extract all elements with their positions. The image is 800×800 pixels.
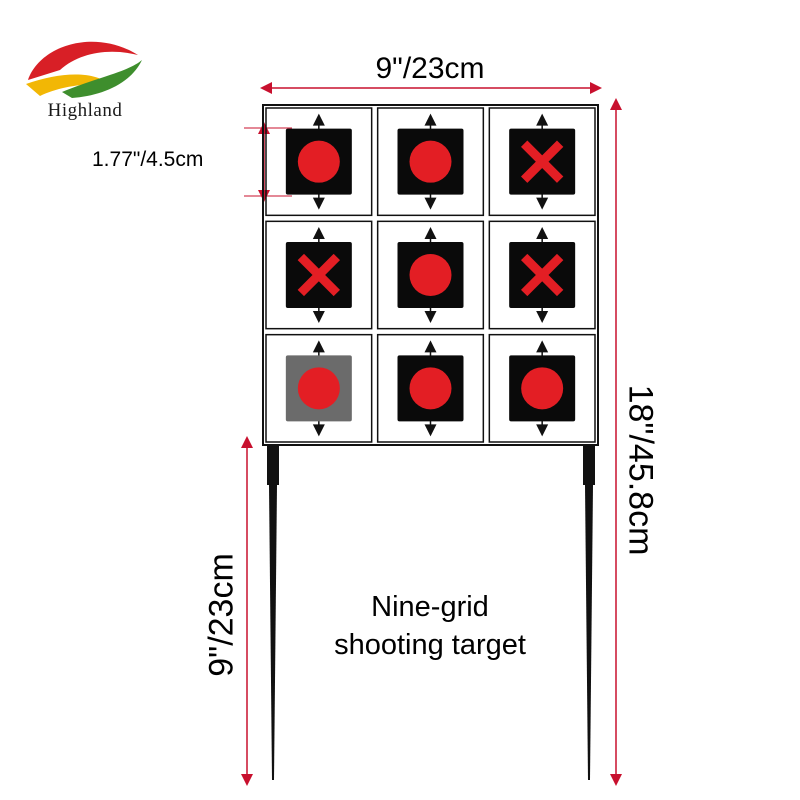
circle-target-icon (409, 140, 452, 183)
hinge-bottom (536, 311, 549, 323)
caption-line-1: Nine-grid (371, 591, 489, 623)
hinge-top (536, 227, 549, 239)
hinge-bottom (424, 424, 437, 437)
hinge-bottom (312, 311, 325, 323)
cross-target-icon (297, 253, 341, 297)
ground-stakes (267, 445, 595, 780)
target-cell (376, 333, 485, 443)
target-cell (376, 220, 485, 330)
hinge-top (312, 113, 325, 126)
target-cell (376, 107, 485, 217)
target-cell (488, 107, 596, 217)
height-dimension-label: 18"/45.8cm (621, 384, 660, 556)
highland-swoosh-logo-icon (26, 41, 142, 98)
hinge-bottom (536, 197, 549, 210)
hinge-top (424, 227, 437, 239)
cell-border (376, 220, 485, 330)
caption-line-2: shooting target (334, 629, 526, 661)
width-dimension-label: 9"/23cm (375, 52, 485, 85)
product-caption: Nine-grid shooting target (280, 588, 580, 664)
cell-border (265, 333, 373, 443)
cell-border (376, 107, 485, 217)
cross-target-icon (520, 140, 564, 183)
hinge-bottom (312, 197, 325, 210)
plate-size-label: 1.77"/4.5cm (92, 148, 204, 171)
target-cell (488, 333, 596, 443)
hinge-top (424, 340, 437, 353)
circle-target-icon (409, 254, 452, 296)
target-cell (488, 220, 596, 330)
cell-border (488, 107, 596, 217)
hinge-bottom (424, 197, 437, 210)
cell-border (265, 107, 373, 217)
cell-border (488, 220, 596, 330)
target-cell (265, 220, 373, 330)
hinge-top (312, 227, 325, 239)
hinge-top (312, 340, 325, 353)
cell-border (265, 220, 373, 330)
hinge-bottom (312, 424, 325, 437)
brand-name: Highland (47, 100, 123, 121)
cross-target-icon (520, 253, 564, 297)
circle-target-icon (409, 367, 452, 410)
stake-length-label: 9"/23cm (202, 553, 241, 677)
circle-target-icon (297, 140, 340, 183)
cell-border (376, 333, 485, 443)
hinge-top (536, 113, 549, 126)
target-cell (265, 333, 373, 443)
target-frame (262, 104, 599, 446)
target-grid (265, 107, 596, 443)
hinge-bottom (536, 424, 549, 437)
hinge-top (536, 340, 549, 353)
target-cell (265, 107, 373, 217)
hinge-bottom (424, 311, 437, 323)
hinge-top (424, 113, 437, 126)
cell-border (488, 333, 596, 443)
circle-target-icon (521, 367, 564, 410)
circle-target-icon (297, 367, 340, 410)
